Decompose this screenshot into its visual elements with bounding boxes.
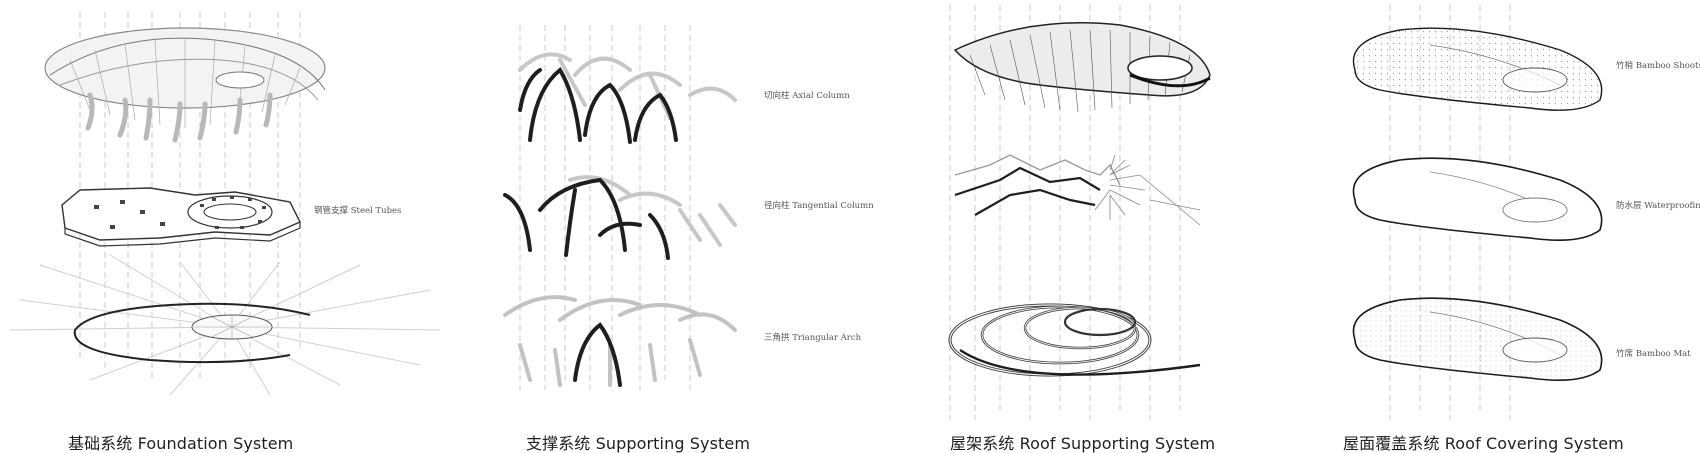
roof-covering-panel-art [1352,5,1603,420]
roof-zigzag-truss [954,154,1201,226]
bamboo-shoots-layer [1352,27,1603,111]
roof-shell-hatched [953,22,1211,113]
foundation-base-slab [61,187,301,247]
label-bamboo-mat: 竹席 Bamboo Mat [1616,349,1691,359]
caption-roof-covering-system: 屋面覆盖系统 Roof Covering System [1343,434,1624,453]
label-triangular-arch: 三角拱 Triangular Arch [764,333,862,343]
triangular-arch-row [503,295,737,387]
caption-supporting-system: 支撑系统 Supporting System [526,434,751,453]
roof-supporting-panel-art [948,5,1211,420]
roof-ring-beams [948,303,1201,377]
bamboo-mat-layer [1352,297,1603,382]
foundation-ground-plan [9,254,441,396]
supporting-panel-art [503,25,737,390]
foundation-panel-art [9,12,441,396]
axial-column-row [518,52,737,144]
label-axial-column: 切向柱 Axial Column [764,91,850,101]
foundation-roof-shell [44,27,326,143]
label-waterproofing: 防水层 Waterproofing [1616,201,1700,211]
label-tangential-column: 径向柱 Tangential Column [764,201,874,211]
label-bamboo-shoots: 竹梢 Bamboo Shoots [1616,61,1700,71]
caption-roof-supporting-system: 屋架系统 Roof Supporting System [950,434,1216,453]
waterproofing-layer [1352,157,1603,242]
label-steel-tubes: 钢管支撑 Steel Tubes [314,206,402,216]
tangential-column-row [503,175,737,260]
roof-supporting-guide-lines [949,5,1181,420]
caption-foundation-system: 基础系统 Foundation System [68,434,294,453]
